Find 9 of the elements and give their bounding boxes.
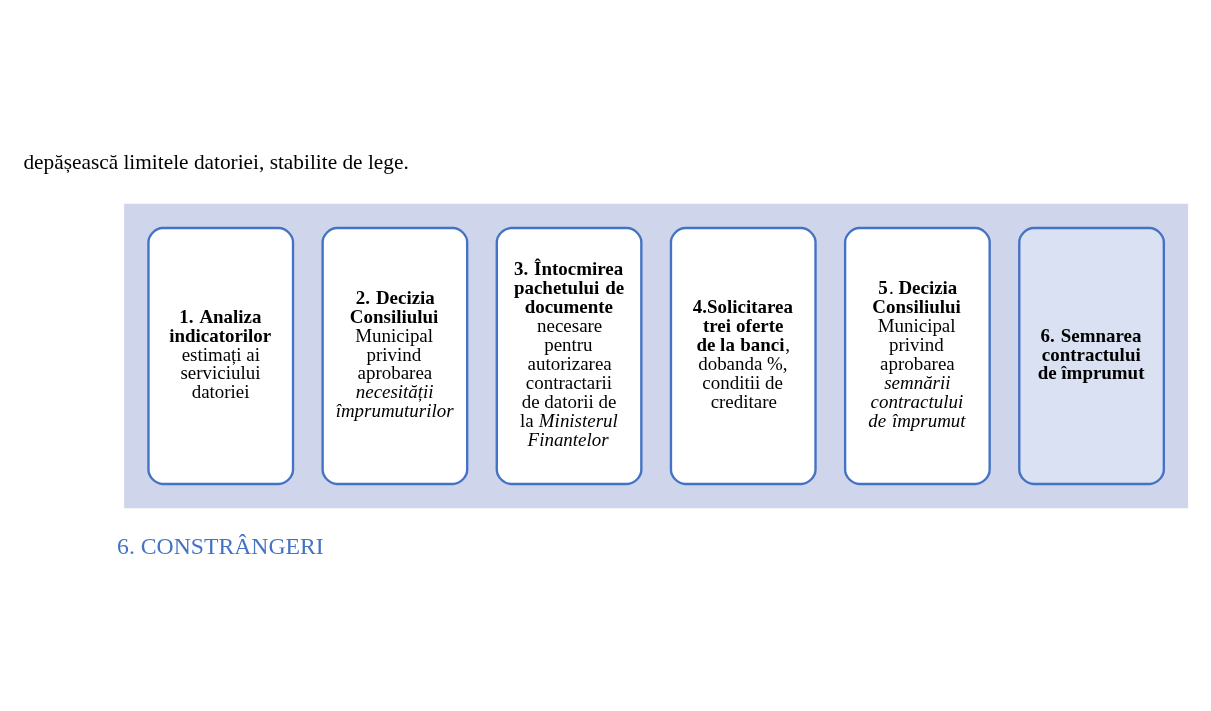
- node-box: 5. Decizia Consiliului Municipal privind aprobarea semnării contractului de împrumut: [843, 226, 991, 485]
- label: depășească limitele datoriei, stabilite de lege.: [23, 149, 409, 174]
- node-box: 1. Analiza indicatorilor estimați ai serviciului datoriei: [147, 226, 295, 485]
- node-box: 4.Solicitarea trei oferte de la banci, dobanda %, conditii de creditare: [669, 226, 817, 485]
- node-box: 6. Semnarea contractului de împrumut: [1018, 226, 1165, 485]
- node-box: 2. Decizia Consiliului Municipal privind aprobarea necesității împrumuturilor: [321, 226, 469, 485]
- node-box: 3. Întocmirea pachetului de documente necesare pentru autorizarea contractarii de datorii de la Ministerul Finantelor: [495, 226, 643, 485]
- cluster: [124, 203, 1189, 508]
- label: 6. CONSTRÂNGERI: [117, 532, 324, 559]
